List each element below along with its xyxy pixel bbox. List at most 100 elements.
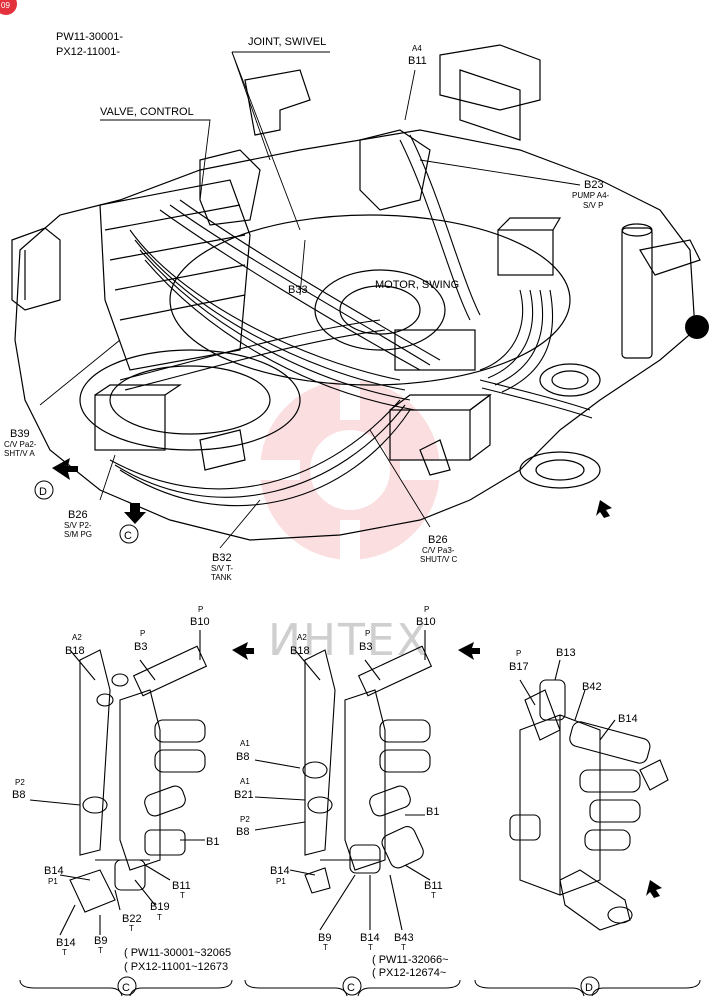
label-b23-sub2: S/V P <box>583 201 603 210</box>
view-arrows <box>52 315 709 524</box>
view-brackets <box>19 976 701 997</box>
view-c-marker <box>119 524 139 544</box>
svg-text:09: 09 <box>1 1 10 10</box>
svg-text:B8: B8 <box>236 826 249 838</box>
svg-text:B42: B42 <box>582 681 602 693</box>
label-b11-top: B11 <box>408 55 427 67</box>
svg-text:P: P <box>140 629 145 638</box>
svg-text:B10: B10 <box>190 616 210 628</box>
svg-text:T: T <box>368 943 373 952</box>
upper-frame-drawing <box>11 44 701 541</box>
svg-text:( PW11-30001~32065: ( PW11-30001~32065 <box>124 947 231 959</box>
detail-view-c-1 <box>29 630 208 936</box>
svg-text:B1: B1 <box>426 806 439 818</box>
svg-text:B3: B3 <box>134 641 147 653</box>
svg-text:B21: B21 <box>234 789 254 801</box>
svg-text:( PX12-12674~: ( PX12-12674~ <box>372 967 446 979</box>
svg-text:B8: B8 <box>236 751 249 763</box>
page-marker: 09 <box>0 0 17 15</box>
svg-text:T: T <box>62 948 67 957</box>
hydraulic-hoses <box>109 134 593 507</box>
label-joint-swivel: JOINT, SWIVEL <box>248 36 326 48</box>
model-line-1: PW11-30001- <box>56 31 123 43</box>
svg-text:B18: B18 <box>65 645 85 657</box>
detail3-arrow <box>646 880 662 898</box>
svg-text:A1: A1 <box>240 739 250 748</box>
svg-text:T: T <box>129 924 134 933</box>
svg-text:T: T <box>431 891 436 900</box>
svg-text:P: P <box>516 649 521 658</box>
bottom-view-c2: C <box>347 982 355 994</box>
label-b39: B39 <box>10 428 30 440</box>
svg-text:( PW11-32066~: ( PW11-32066~ <box>372 954 449 966</box>
label-b11-top-sub: A4 <box>412 44 422 53</box>
svg-text:B18: B18 <box>290 645 310 657</box>
svg-text:B43: B43 <box>394 932 414 944</box>
label-motor-swing: MOTOR, SWING <box>375 279 459 291</box>
svg-text:B19: B19 <box>150 901 170 913</box>
label-b23-sub1: PUMP A4- <box>572 191 610 200</box>
label-b26-right: B26 <box>428 534 448 546</box>
svg-text:B8: B8 <box>12 789 25 801</box>
detail-view-d <box>509 659 669 931</box>
svg-text:A2: A2 <box>72 633 82 642</box>
model-line-2: PX12-11001- <box>56 46 120 58</box>
svg-text:P1: P1 <box>276 877 286 886</box>
detail2-arrow <box>458 642 480 660</box>
svg-text:T: T <box>180 891 185 900</box>
label-valve-control: VALVE, CONTROL <box>100 106 194 118</box>
svg-text:B13: B13 <box>556 647 576 659</box>
svg-text:T: T <box>323 943 328 952</box>
label-b32: B32 <box>212 552 232 564</box>
label-b26-right-sub2: SHUT/V C <box>420 555 458 564</box>
svg-text:B11: B11 <box>424 880 443 892</box>
label-view-c: C <box>124 530 132 542</box>
svg-text:A1: A1 <box>240 777 250 786</box>
svg-text:P: P <box>365 629 370 638</box>
svg-text:B9: B9 <box>318 932 331 944</box>
view-d-marker <box>34 480 54 500</box>
svg-text:B9: B9 <box>94 935 107 947</box>
svg-text:P: P <box>424 605 429 614</box>
svg-text:B17: B17 <box>509 661 529 673</box>
svg-text:B14: B14 <box>270 865 290 877</box>
svg-text:B3: B3 <box>359 641 372 653</box>
svg-text:B14: B14 <box>44 865 64 877</box>
bottom-view-c1: C <box>122 982 130 994</box>
detail1-arrow <box>232 642 254 660</box>
label-b26-left: B26 <box>68 509 88 521</box>
svg-text:A2: A2 <box>297 633 307 642</box>
label-view-d: D <box>39 486 47 498</box>
svg-text:B10: B10 <box>416 616 436 628</box>
svg-text:B22: B22 <box>122 913 142 925</box>
svg-text:T: T <box>157 913 162 922</box>
label-b26-left-sub1: S/V P2- <box>64 521 92 530</box>
detail-view-d-labels: P B17 B13 B42 B14 <box>509 647 662 898</box>
label-b39-sub1: C/V Pa2- <box>4 440 37 449</box>
detail-view-c-2-labels: A2 B18 P B3 P B10 A1 B8 A1 B21 P2 B8 B1 … <box>234 605 480 979</box>
main-labels: PW11-30001- PX12-11001- JOINT, SWIVEL VA… <box>4 31 610 582</box>
label-b23: B23 <box>584 179 604 191</box>
label-b33: B33 <box>288 284 308 296</box>
label-b39-sub2: SHT/V A <box>4 449 35 458</box>
label-b32-sub1: S/V T- <box>211 564 233 573</box>
label-b26-right-sub1: C/V Pa3- <box>422 546 455 555</box>
svg-text:P2: P2 <box>15 778 25 787</box>
svg-text:B14: B14 <box>360 932 380 944</box>
label-b32-sub2: TANK <box>211 573 232 582</box>
svg-text:T: T <box>98 946 103 955</box>
svg-text:P2: P2 <box>240 815 250 824</box>
detail-view-c-1-labels: A2 B18 P B3 P B10 P2 B8 B1 B14 P1 B11 T … <box>12 605 254 973</box>
label-b26-left-sub2: S/M PG <box>64 530 92 539</box>
svg-text:B14: B14 <box>56 937 76 949</box>
svg-text:B11: B11 <box>172 880 191 892</box>
svg-text:B14: B14 <box>618 713 638 725</box>
leader-lines <box>39 51 581 549</box>
svg-text:T: T <box>401 943 406 952</box>
bottom-view-d: D <box>585 982 593 994</box>
detail-view-c-2 <box>254 630 433 931</box>
svg-text:B1: B1 <box>206 836 219 848</box>
svg-text:P: P <box>198 605 203 614</box>
watermark-text: ИНТЕХ <box>268 615 429 666</box>
